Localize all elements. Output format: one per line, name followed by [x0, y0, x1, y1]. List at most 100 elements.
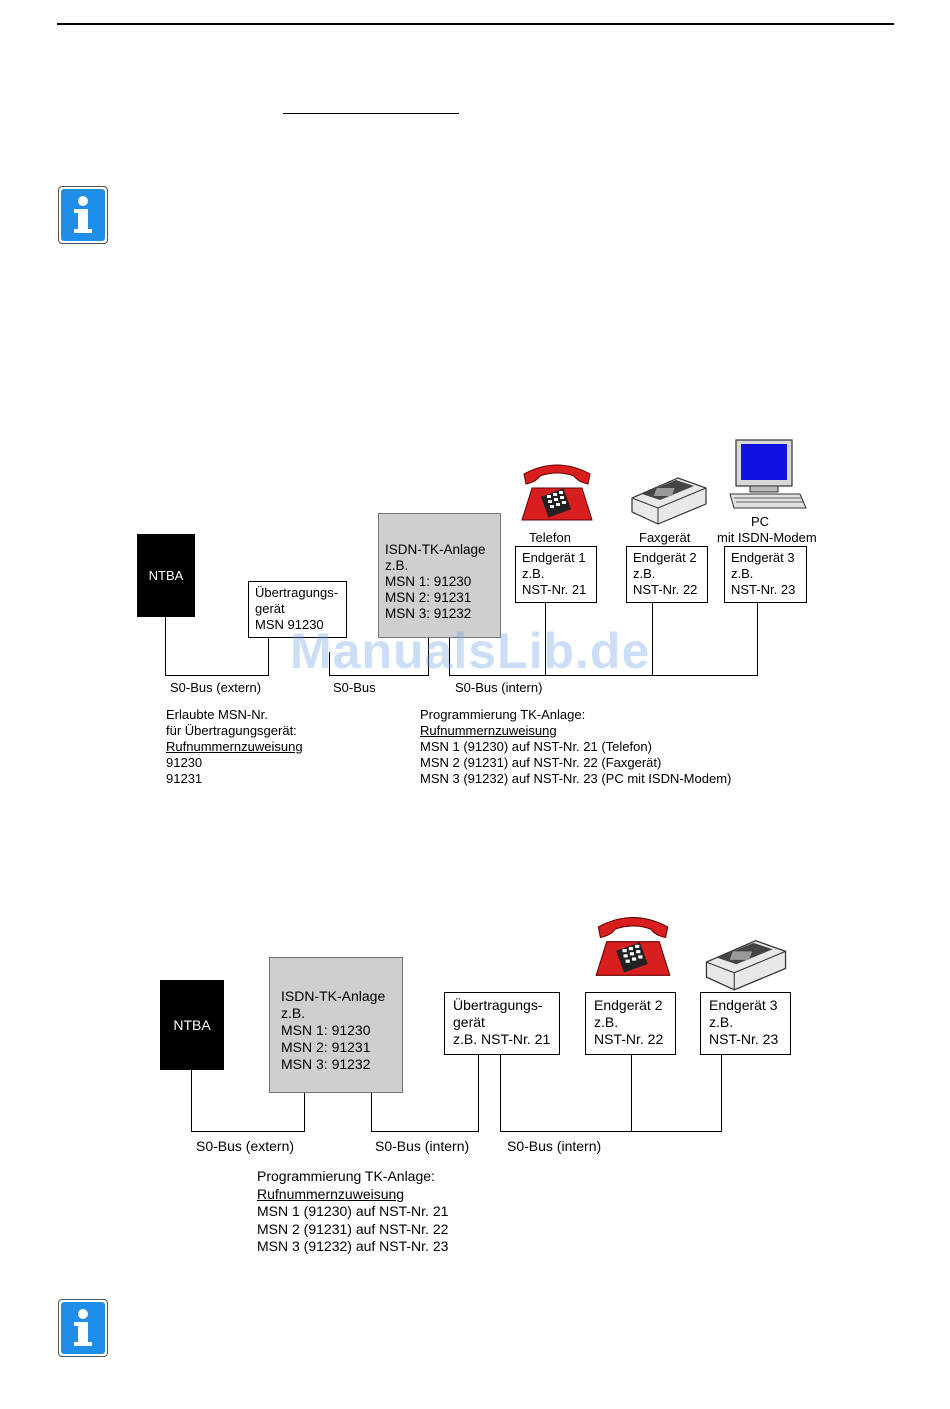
note-line: 91230 [166, 755, 203, 770]
box-line: MSN 91230 [255, 617, 324, 632]
bus-line [500, 1055, 501, 1132]
bus-line [329, 652, 330, 676]
note-line: Programmierung TK-Anlage: [420, 707, 586, 722]
fax-icon [705, 940, 787, 991]
box-line: NST-Nr. 23 [709, 1031, 779, 1047]
box-line: ISDN-TK-Anlage [385, 542, 486, 557]
info-icon [58, 186, 108, 244]
bus-line [165, 675, 269, 676]
section-underline [283, 113, 459, 114]
note-line: MSN 3 (91232) auf NST-Nr. 23 [257, 1238, 449, 1254]
telephone-icon [521, 464, 593, 521]
endgeraet-1-box: Endgerät 1 z.B. NST-Nr. 21 [515, 546, 597, 603]
box-line: z.B. [709, 1014, 734, 1030]
note-heading: Rufnummernzuweisung [257, 1185, 405, 1202]
device-caption-telefon: Telefon [529, 530, 571, 545]
box-line: z.B. [281, 1005, 306, 1021]
box-line: z.B. [731, 566, 754, 581]
bus-line [268, 638, 269, 676]
box-line: Übertragungs- [255, 585, 339, 600]
bus-line [721, 1055, 722, 1132]
note-line: 91231 [166, 771, 203, 786]
box-line: z.B. NST-Nr. 21 [453, 1031, 551, 1047]
note-line: MSN 3 (91232) auf NST-Nr. 23 (PC mit ISD… [420, 771, 732, 786]
endgeraet-3-box: Endgerät 3 z.B. NST-Nr. 23 [724, 546, 807, 603]
bus-line [478, 1055, 479, 1132]
box-line: MSN 1: 91230 [385, 574, 472, 589]
bus-label: S0-Bus [333, 680, 376, 695]
bus-label: S0-Bus (intern) [455, 680, 543, 695]
box-line: NST-Nr. 21 [522, 582, 587, 597]
header-rule [57, 23, 894, 25]
bus-line [191, 1070, 192, 1132]
bus-line [757, 603, 758, 676]
tk-anlage-box: ISDN-TK-Anlage z.B. MSN 1: 91230 MSN 2: … [269, 957, 403, 1093]
box-line: Endgerät 3 [731, 550, 795, 565]
pc-icon [729, 439, 807, 509]
box-line: MSN 3: 91232 [281, 1056, 371, 1072]
note-line: für Übertragungsgerät: [166, 723, 297, 738]
bus-line [371, 1093, 372, 1132]
box-line: MSN 2: 91231 [281, 1039, 371, 1055]
box-line: NST-Nr. 22 [633, 582, 698, 597]
note-heading: Rufnummernzuweisung [420, 723, 557, 738]
box-line: MSN 3: 91232 [385, 606, 472, 621]
uebertragungsgeraet-box: Übertragungs- gerät z.B. NST-Nr. 21 [444, 992, 560, 1055]
device-caption-fax: Faxgerät [639, 530, 691, 545]
ntba-box: NTBA [137, 534, 195, 617]
note-heading: Rufnummernzuweisung [166, 739, 303, 754]
bus-line [304, 1093, 305, 1132]
bus-line [329, 675, 429, 676]
bus-label: S0-Bus (extern) [170, 680, 262, 695]
box-line: Endgerät 2 [633, 550, 697, 565]
box-line: Endgerät 3 [709, 997, 778, 1013]
bus-line [500, 1131, 722, 1132]
bus-line [165, 617, 166, 675]
note-line: MSN 1 (91230) auf NST-Nr. 21 (Telefon) [420, 739, 652, 754]
ntba-label: NTBA [148, 567, 184, 583]
bus-line [428, 638, 429, 676]
endgeraet-3-box: Endgerät 3 z.B. NST-Nr. 23 [700, 992, 791, 1055]
programming-note: Programmierung TK-Anlage: Rufnummernzuwe… [257, 1168, 448, 1256]
box-line: Übertragungs- [453, 997, 543, 1013]
box-line: z.B. [385, 558, 409, 573]
device-caption-pc: PC [751, 514, 770, 529]
box-line: z.B. [594, 1014, 619, 1030]
info-icon [58, 1299, 108, 1357]
bus-label: S0-Bus (intern) [375, 1138, 470, 1154]
box-line: ISDN-TK-Anlage [281, 988, 386, 1004]
bus-line [631, 1055, 632, 1132]
bus-line [371, 1131, 479, 1132]
device-caption-pc-sub: mit ISDN-Modem [717, 530, 817, 545]
telephone-icon [595, 917, 671, 976]
note-line: Programmierung TK-Anlage: [257, 1168, 435, 1184]
bus-line [545, 603, 546, 676]
right-note: Programmierung TK-Anlage: Rufnummernzuwe… [420, 707, 731, 787]
ntba-label: NTBA [173, 1017, 211, 1033]
left-note: Erlaubte MSN-Nr. für Übertragungsgerät: … [166, 707, 303, 787]
watermark: ManualsLib.de [290, 623, 651, 679]
uebertragungsgeraet-box: Übertragungs- gerät MSN 91230 [248, 581, 347, 638]
note-line: MSN 2 (91231) auf NST-Nr. 22 [257, 1220, 449, 1237]
box-line: gerät [255, 601, 285, 616]
bus-line [191, 1131, 305, 1132]
tk-anlage-box: ISDN-TK-Anlage z.B. MSN 1: 91230 MSN 2: … [378, 513, 501, 638]
box-line: z.B. [633, 566, 656, 581]
bus-line [449, 675, 758, 676]
bus-label: S0-Bus (intern) [507, 1138, 602, 1154]
box-line: MSN 1: 91230 [281, 1022, 371, 1038]
box-line: NST-Nr. 22 [594, 1031, 664, 1047]
endgeraet-2-box: Endgerät 2 z.B. NST-Nr. 22 [626, 546, 708, 603]
box-line: MSN 2: 91231 [385, 590, 472, 605]
note-line: MSN 2 (91231) auf NST-Nr. 22 (Faxgerät) [420, 755, 662, 770]
bus-line [449, 638, 450, 676]
box-line: Endgerät 1 [522, 550, 586, 565]
box-line: z.B. [522, 566, 545, 581]
fax-icon [631, 477, 707, 525]
note-line: MSN 1 (91230) auf NST-Nr. 21 [257, 1203, 449, 1219]
bus-label: S0-Bus (extern) [196, 1138, 295, 1154]
box-line: NST-Nr. 23 [731, 582, 796, 597]
box-line: gerät [453, 1014, 485, 1030]
endgeraet-2-box: Endgerät 2 z.B. NST-Nr. 22 [585, 992, 676, 1055]
ntba-box: NTBA [160, 980, 224, 1070]
